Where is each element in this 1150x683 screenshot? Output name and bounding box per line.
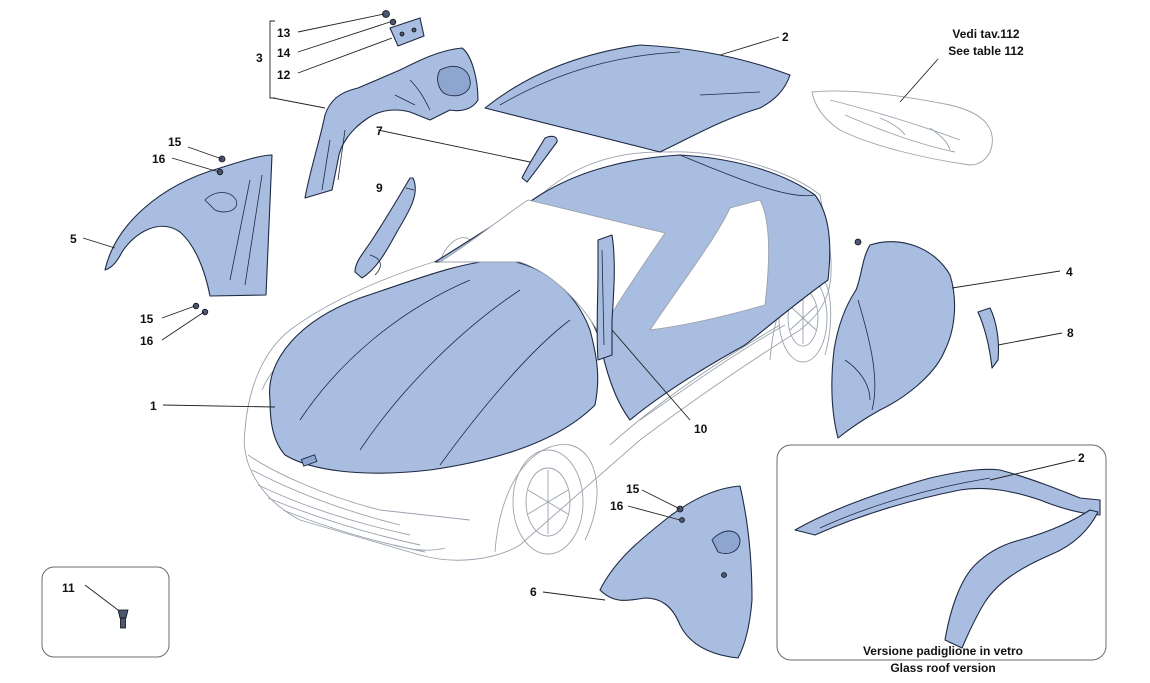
callout-10: 10 bbox=[694, 422, 708, 436]
part-2-roof-panel bbox=[484, 44, 791, 153]
part-10-a-pillar bbox=[596, 234, 615, 361]
leader-lines bbox=[82, 13, 1076, 611]
screw-inset bbox=[41, 566, 170, 658]
part-12-bracket bbox=[389, 17, 425, 47]
part-3-inner-assembly bbox=[304, 47, 479, 199]
callout-7: 7 bbox=[376, 124, 383, 138]
callout-15-left-bottom: 15 bbox=[140, 312, 154, 326]
callout-16-left-bottom: 16 bbox=[140, 334, 154, 348]
part-4-rear-quarter bbox=[831, 238, 956, 439]
callout-9: 9 bbox=[376, 181, 383, 195]
part-7-trim bbox=[521, 135, 558, 183]
callout-15-left-top: 15 bbox=[168, 135, 182, 149]
note-see-table: See table 112 bbox=[948, 44, 1024, 58]
callout-15-fender: 15 bbox=[626, 482, 640, 496]
callout-16-left-top: 16 bbox=[152, 152, 166, 166]
part-6-front-fender bbox=[599, 485, 753, 659]
callout-labels: 1 2 2 3 4 5 6 7 8 9 10 11 12 13 14 15 15… bbox=[62, 26, 1085, 599]
callout-1: 1 bbox=[150, 399, 157, 413]
callout-14: 14 bbox=[277, 46, 291, 60]
part-1-hood bbox=[269, 259, 599, 474]
callout-3: 3 bbox=[256, 51, 263, 65]
notes: Vedi tav.112 See table 112 Versione padi… bbox=[863, 27, 1024, 675]
callout-12: 12 bbox=[277, 68, 291, 82]
callout-2-glass: 2 bbox=[1078, 451, 1085, 465]
callout-11: 11 bbox=[62, 581, 75, 595]
callout-6: 6 bbox=[530, 585, 537, 599]
note-glass-roof-en: Glass roof version bbox=[890, 661, 995, 675]
glass-roof-inset bbox=[776, 444, 1107, 661]
callout-5: 5 bbox=[70, 232, 77, 246]
part-8-trim bbox=[977, 307, 1000, 369]
callout-13: 13 bbox=[277, 26, 291, 40]
part-5-inner-arch bbox=[104, 154, 273, 316]
note-glass-roof-it: Versione padiglione in vetro bbox=[863, 644, 1023, 658]
callout-2: 2 bbox=[782, 30, 789, 44]
callout-8: 8 bbox=[1067, 326, 1074, 340]
note-vedi-tav: Vedi tav.112 bbox=[952, 27, 1019, 41]
callout-16-fender: 16 bbox=[610, 499, 624, 513]
fastener-13-14 bbox=[382, 10, 397, 26]
callout-4: 4 bbox=[1066, 265, 1073, 279]
rear-lid-reference bbox=[811, 90, 993, 166]
part-9-pillar bbox=[354, 177, 416, 279]
